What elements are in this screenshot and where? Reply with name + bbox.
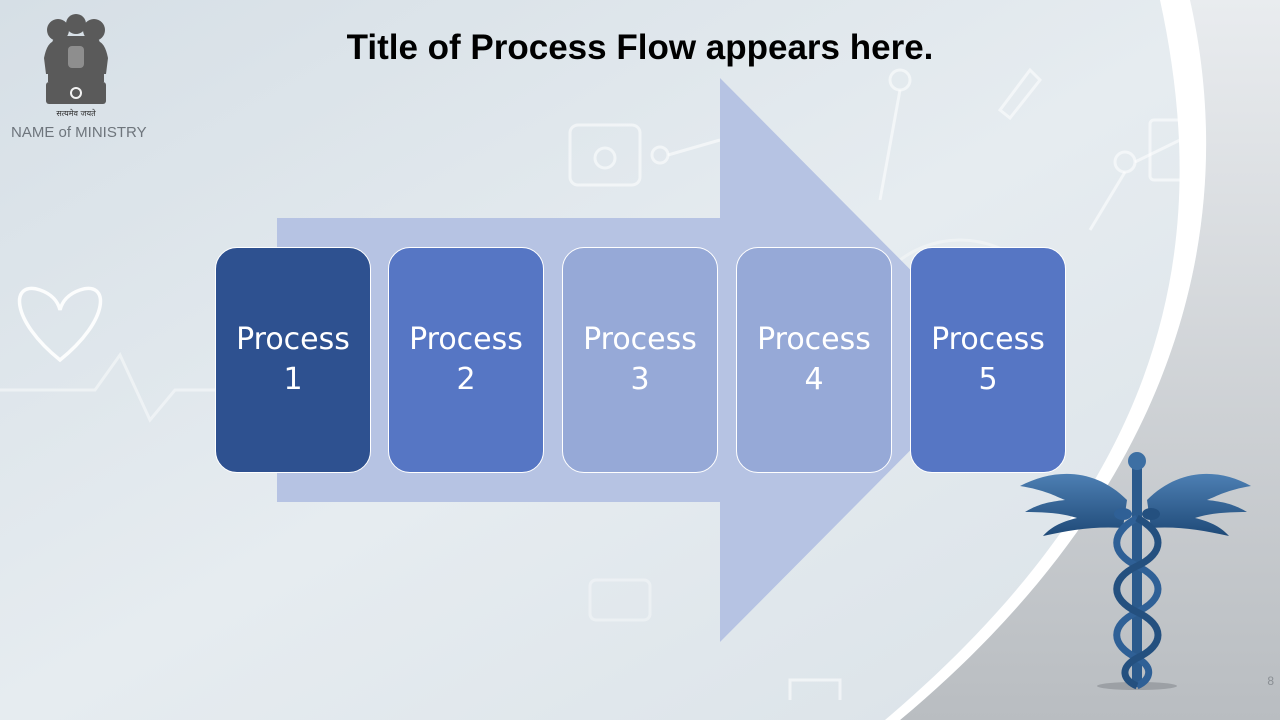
page-number: 8 <box>1267 674 1274 688</box>
process-number: 4 <box>804 362 824 397</box>
process-number: 1 <box>283 362 303 397</box>
slide-title: Title of Process Flow appears here. <box>346 28 934 67</box>
swoosh-white <box>885 0 1207 720</box>
pulse-line <box>0 352 260 423</box>
process-label: Process <box>236 322 350 357</box>
process-box-5: Process 5 <box>910 247 1066 473</box>
process-box-1: Process 1 <box>215 247 371 473</box>
process-label: Process <box>931 322 1045 357</box>
emblem-logo: सत्यमेव जयते <box>44 14 108 118</box>
process-label: Process <box>409 322 523 357</box>
process-number: 5 <box>978 362 998 397</box>
heart-icon <box>17 286 103 363</box>
process-box-3: Process 3 <box>562 247 718 473</box>
process-number: 2 <box>456 362 476 397</box>
swoosh-grey <box>900 0 1280 720</box>
process-box-2: Process 2 <box>388 247 544 473</box>
caduceus-icon <box>1020 452 1251 690</box>
process-label: Process <box>583 322 697 357</box>
emblem-motto: सत्यमेव जयते <box>56 108 96 118</box>
process-number: 3 <box>630 362 650 397</box>
ministry-name: NAME of MINISTRY <box>11 124 147 141</box>
process-label: Process <box>757 322 871 357</box>
process-box-4: Process 4 <box>736 247 892 473</box>
